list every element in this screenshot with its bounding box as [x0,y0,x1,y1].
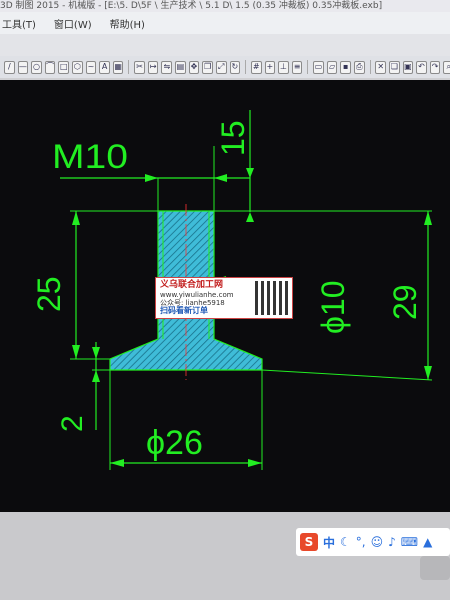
watermark-url: www.yiwulianhe.com [160,291,234,299]
toolbar-separator [307,60,309,74]
copy-icon[interactable]: ❐ [202,60,213,74]
status-bar [0,512,450,600]
extension-line [261,369,433,381]
copy2-icon[interactable]: ❏ [388,60,400,74]
scale-icon[interactable]: ⤢ [215,60,227,74]
toolbar-separator [128,60,130,74]
arrow [92,347,100,359]
sogou-logo-icon: S [300,533,318,551]
watermark-brand: 义乌联合加工网 [160,280,224,290]
menu-help[interactable]: 帮助(H) [109,19,145,31]
arrow [110,459,124,467]
watermark-scan: 扫码看新订单 [160,306,208,315]
tool-strip [0,34,450,56]
toolbar-separator [369,60,371,74]
arrow [246,168,254,178]
shirt-icon[interactable]: ▲ [423,535,433,549]
dim-m10: M10 [52,138,128,176]
hatch-icon[interactable]: ▦ [112,60,124,74]
ortho-icon[interactable]: ⊥ [278,60,289,74]
cut-icon[interactable]: ✕ [375,60,386,74]
menu-tools[interactable]: 工具(T) [2,19,36,31]
array-icon[interactable]: ▤ [175,60,186,74]
circle-icon[interactable]: ○ [31,60,42,74]
dim-2: 2 [56,415,89,432]
print-icon[interactable]: ⎙ [353,60,365,74]
rotate-icon[interactable]: ↻ [229,60,241,74]
dim-25: 25 [31,276,67,312]
watermark-contact: 公众号: lianhe5918 [160,299,225,307]
ime-toolbar[interactable]: S 中 ☾ °, ☺ ♪ ⌨ ▲ [296,528,450,556]
snap-icon[interactable]: + [264,60,276,74]
trim-icon[interactable]: ✂ [134,60,145,74]
arrow [72,345,80,359]
punctuation-icon[interactable]: °, [355,535,366,549]
paste-icon[interactable]: ▣ [402,60,414,74]
arc-icon[interactable]: ⌒ [44,60,56,74]
emoji-icon[interactable]: ☺ [370,535,384,549]
redo-icon[interactable]: ↷ [429,60,441,74]
arrow [424,211,432,225]
polygon-icon[interactable]: ⬡ [72,60,83,74]
window-title: 3D 制图 2015 - 机械版 - [E:\5. D\5F \ 生产技术 \ … [0,0,450,12]
dim-phi26: ϕ26 [146,424,203,462]
zoom-icon[interactable]: ⌕ [443,60,450,74]
arrow [72,211,80,225]
dim-29: 29 [387,284,423,320]
arrow [424,366,432,380]
undo-icon[interactable]: ↶ [416,60,427,74]
mirror-icon[interactable]: ⇋ [161,60,173,74]
scrollbar[interactable] [420,556,450,580]
pen-icon[interactable]: / [4,60,15,74]
layer-icon[interactable]: ≡ [291,60,303,74]
rect-icon[interactable]: □ [58,60,70,74]
drawing-toolbar: / — ○ ⌒ □ ⬡ ~ A ▦ ✂ ↦ ⇋ ▤ ✥ ❐ ⤢ ↻ # + ⊥ … [0,56,450,78]
extend-icon[interactable]: ↦ [147,60,159,74]
menu-bar: 工具(T) 窗口(W) 帮助(H) [0,12,450,34]
dim-phi10: ϕ10 [315,280,351,334]
moon-icon[interactable]: ☾ [340,535,351,549]
grid-icon[interactable]: # [250,60,262,74]
save-icon[interactable]: ▪ [340,60,351,74]
arrow [145,174,158,182]
arrow [92,370,100,382]
text-icon[interactable]: A [99,60,110,74]
arrow [214,174,227,182]
drawing-canvas[interactable]: M10 15 25 29 ϕ10 2 [0,80,450,512]
qr-code-icon [255,281,289,315]
watermark: 义乌联合加工网 www.yiwulianhe.com 公众号: lianhe59… [155,277,293,319]
keyboard-icon[interactable]: ⌨ [400,535,419,549]
arrow [248,459,262,467]
line-icon[interactable]: — [17,60,29,74]
open-icon[interactable]: ▱ [326,60,338,74]
dim-15: 15 [215,120,251,156]
arrow [246,212,254,222]
menu-window[interactable]: 窗口(W) [53,19,92,31]
ime-mode[interactable]: 中 [323,535,336,550]
move-icon[interactable]: ✥ [188,60,200,74]
toolbar-separator [245,60,246,74]
microphone-icon[interactable]: ♪ [388,535,396,549]
spline-icon[interactable]: ~ [85,60,97,74]
new-icon[interactable]: ▭ [313,60,324,74]
